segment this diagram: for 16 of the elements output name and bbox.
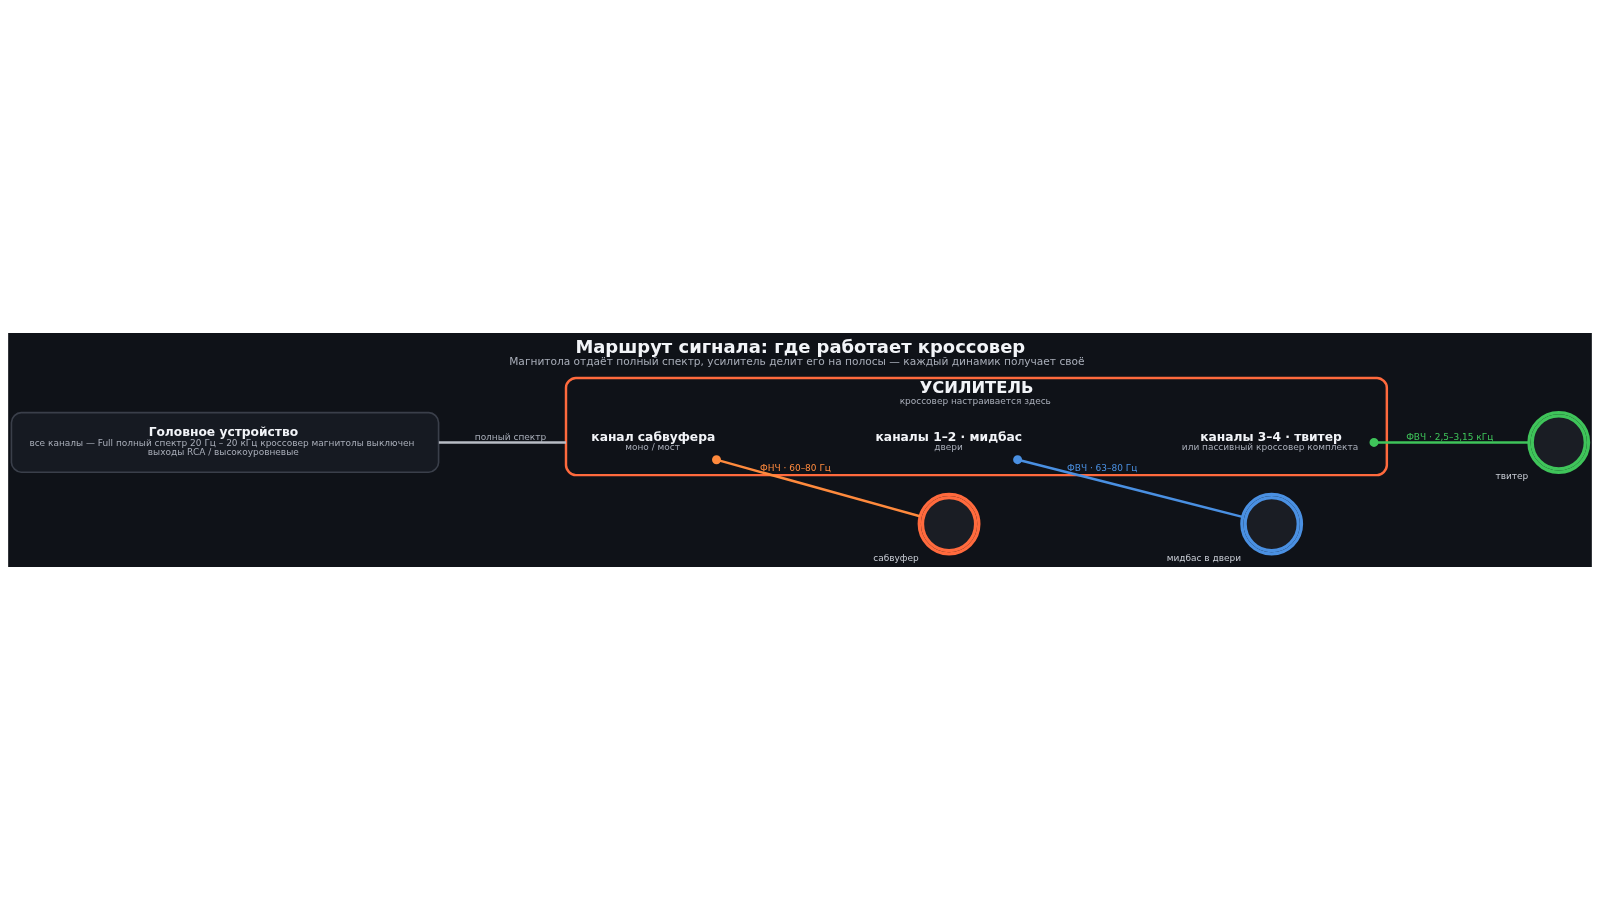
node-label: мидбас в двери	[1166, 553, 1242, 564]
connector	[1013, 455, 1243, 519]
node-label: сабвуфер	[873, 553, 919, 564]
edge-label: ФНЧ · 60–80 Гц	[760, 462, 831, 473]
node-box: Головное устройство все каналы — Full полный спектр 20 Гц – 20 кГц кроссовер магнитолы выключен выходы RCA / высокоуровневые	[10, 411, 440, 474]
diagram-title: Маршрут сигнала: где работает кроссовер	[575, 336, 1026, 358]
edge-label: полный спектр	[474, 431, 547, 442]
node-text: канал сабвуфера моно / мост	[591, 429, 716, 453]
connector	[438, 441, 566, 444]
edge-label: ФВЧ · 63–80 Гц	[1067, 462, 1138, 473]
edge-label: ФВЧ · 2,5–3,15 кГц	[1406, 431, 1494, 442]
node-text: каналы 3–4 · твитер или пассивный кроссовер комплекта	[1181, 429, 1359, 453]
node-label: твитер	[1495, 471, 1529, 482]
node-text: каналы 1–2 · мидбас двери	[875, 429, 1023, 453]
connector	[1369, 437, 1529, 447]
connector	[712, 455, 921, 518]
